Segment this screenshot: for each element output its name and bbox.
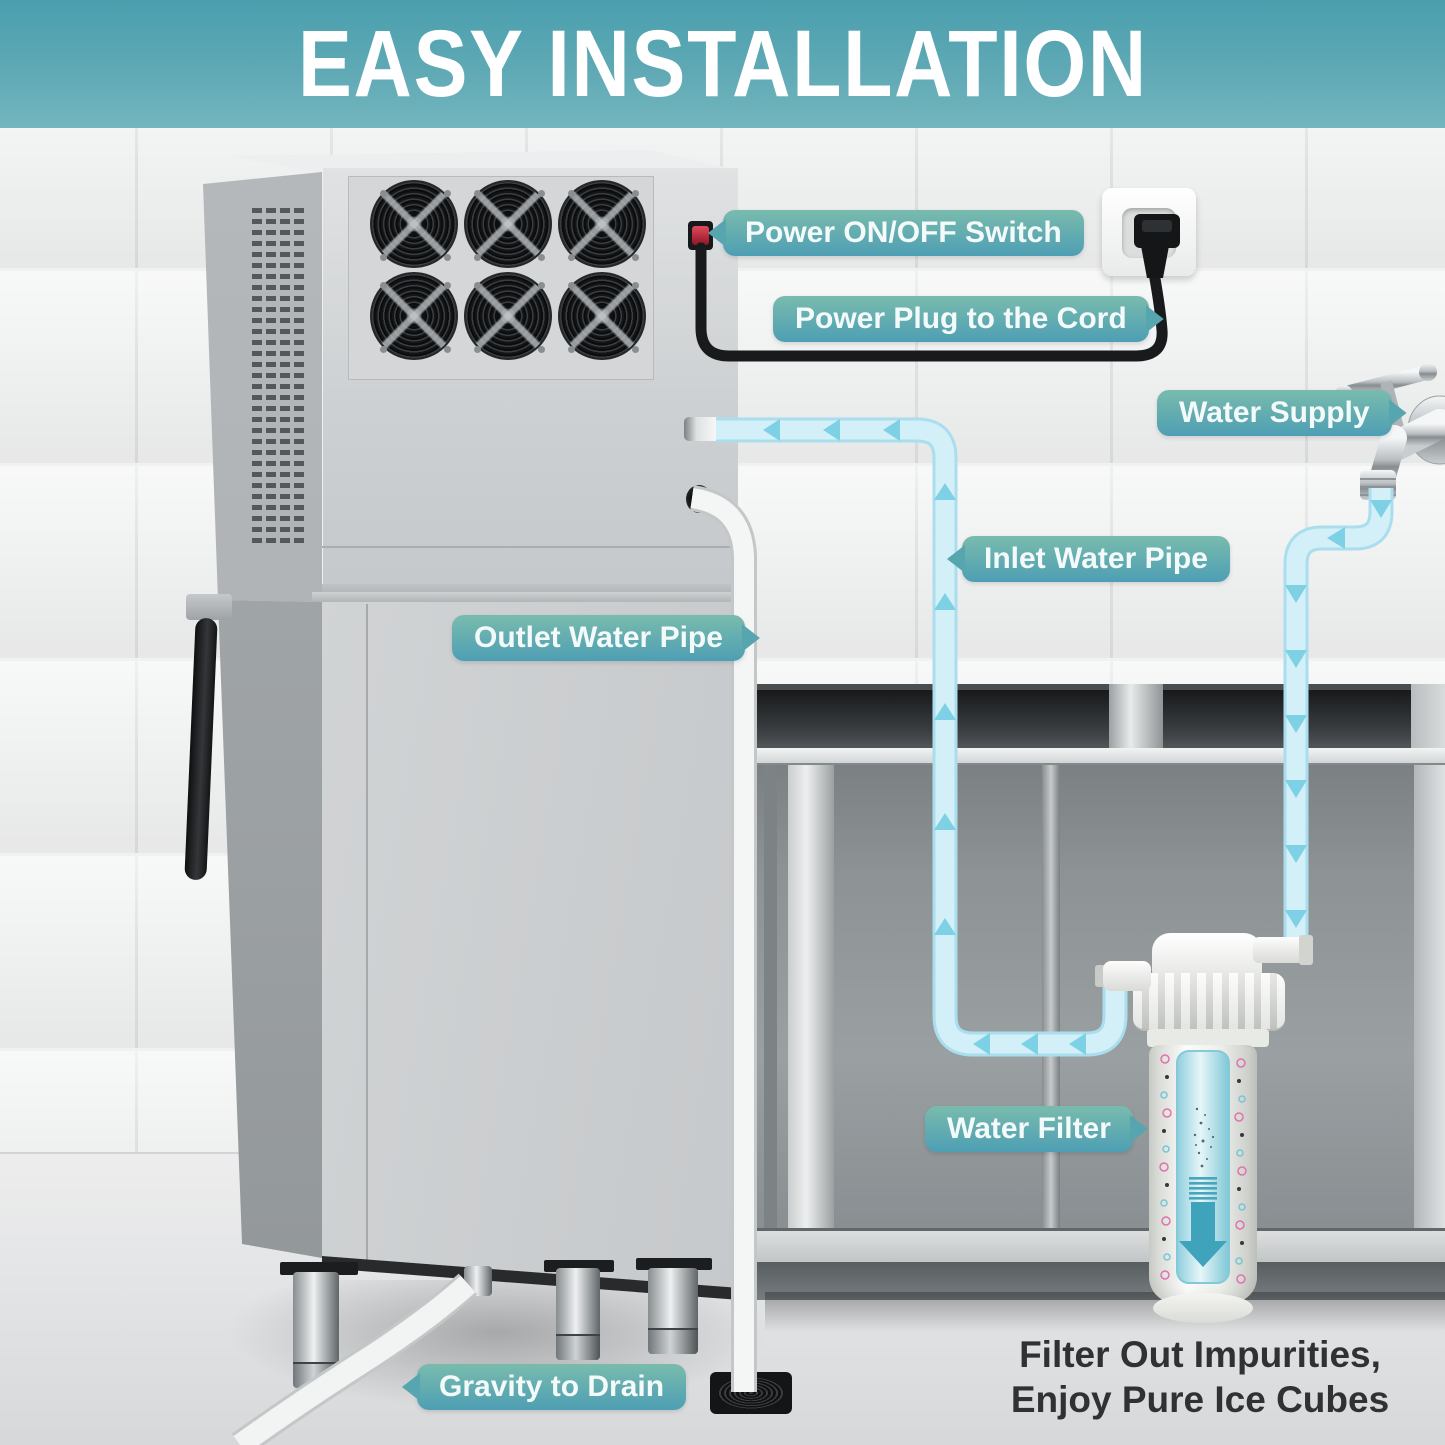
fan-grille-icon xyxy=(370,180,458,268)
flow-arrows-to-machine xyxy=(763,419,1086,1055)
drain-hose xyxy=(231,1273,478,1445)
table-leg xyxy=(764,765,777,1230)
impurity-speckles xyxy=(1193,1107,1215,1168)
filter-bottom xyxy=(1153,1293,1253,1323)
filter-cap-ring xyxy=(1133,973,1285,1031)
filter-water-column xyxy=(1176,1050,1230,1284)
callout-text: Water Supply xyxy=(1179,396,1370,429)
filter-caption: Filter Out Impurities, Enjoy Pure Ice Cu… xyxy=(960,1332,1440,1422)
power-cord xyxy=(695,214,1180,362)
callout-text: Water Filter xyxy=(947,1112,1111,1145)
leg-plate xyxy=(636,1258,712,1270)
table-lower-shelf xyxy=(757,1228,1445,1265)
table-underside xyxy=(755,688,1445,1300)
filter-stripes xyxy=(1189,1177,1217,1200)
side-vent-slats xyxy=(266,208,276,544)
callout-inlet-pipe: Inlet Water Pipe xyxy=(947,536,1230,582)
page-title: EASY INSTALLATION xyxy=(297,10,1148,117)
callout-text: Power Plug to the Cord xyxy=(795,302,1127,335)
callout-power-switch: Power ON/OFF Switch xyxy=(708,210,1084,256)
callout-power-plug: Power Plug to the Cord xyxy=(773,296,1164,342)
filter-cap-dome xyxy=(1152,933,1262,979)
callout-outlet-pipe: Outlet Water Pipe xyxy=(452,615,760,661)
side-hinge-bracket xyxy=(186,594,232,620)
filter-cutaway xyxy=(1159,1050,1247,1284)
door-seam xyxy=(366,604,368,1260)
cabinet-ledge xyxy=(312,592,746,602)
table-right-cap xyxy=(1411,684,1445,754)
callout-water-supply: Water Supply xyxy=(1157,390,1407,436)
table-back-edge xyxy=(755,684,1445,692)
fan-grille-icon xyxy=(558,180,646,268)
flow-arrows-down xyxy=(1285,500,1392,928)
machine-leg xyxy=(648,1268,698,1354)
side-vent-slats xyxy=(294,208,304,544)
callout-water-filter: Water Filter xyxy=(925,1106,1148,1152)
fan-grille-icon xyxy=(370,272,458,360)
filter-right-nut xyxy=(1299,935,1313,965)
inlet-water-pipe xyxy=(716,417,1128,1057)
water-inlet-fitting xyxy=(684,417,720,441)
leg-foot xyxy=(556,1334,600,1360)
filter-right-port xyxy=(1253,937,1305,963)
side-vent-slats xyxy=(252,208,262,544)
outlet-water-pipe-drawing xyxy=(689,485,757,1392)
table-front-edge xyxy=(755,748,1445,765)
table-leg xyxy=(788,765,834,1230)
callout-gravity-drain: Gravity to Drain xyxy=(402,1364,687,1410)
power-switch-rocker xyxy=(692,226,709,245)
leg-plate xyxy=(280,1262,358,1275)
callout-text: Gravity to Drain xyxy=(439,1370,665,1403)
caption-line-2: Enjoy Pure Ice Cubes xyxy=(1010,1379,1390,1421)
sink-divider xyxy=(1109,684,1163,754)
machine-leg xyxy=(556,1268,600,1360)
panel-seam xyxy=(322,546,737,548)
water-supply-pipe xyxy=(1283,488,1394,952)
table-floor-shadow xyxy=(765,1292,1445,1332)
leg-foot xyxy=(648,1328,698,1354)
bubbles-left xyxy=(1159,1054,1172,1280)
machine-leg xyxy=(293,1272,339,1388)
water-filter xyxy=(1095,925,1315,1355)
fan-grille-icon xyxy=(464,180,552,268)
header-banner: EASY INSTALLATION xyxy=(0,0,1445,128)
table-leg xyxy=(1414,765,1445,1230)
filter-flow-arrow-down xyxy=(1179,1202,1227,1267)
filter-left-port xyxy=(1103,961,1151,991)
side-vent-slats xyxy=(280,208,290,544)
callout-text: Power ON/OFF Switch xyxy=(745,216,1062,249)
bubbles-right xyxy=(1234,1058,1247,1284)
caption-line-1: Filter Out Impurities, xyxy=(1019,1334,1381,1375)
callout-text: Inlet Water Pipe xyxy=(984,542,1208,575)
callout-text: Outlet Water Pipe xyxy=(474,621,723,654)
table-below-shelf xyxy=(757,1262,1445,1300)
fan-grille-icon xyxy=(558,272,646,360)
fan-grille-icon xyxy=(464,272,552,360)
filter-neck xyxy=(1147,1029,1269,1047)
